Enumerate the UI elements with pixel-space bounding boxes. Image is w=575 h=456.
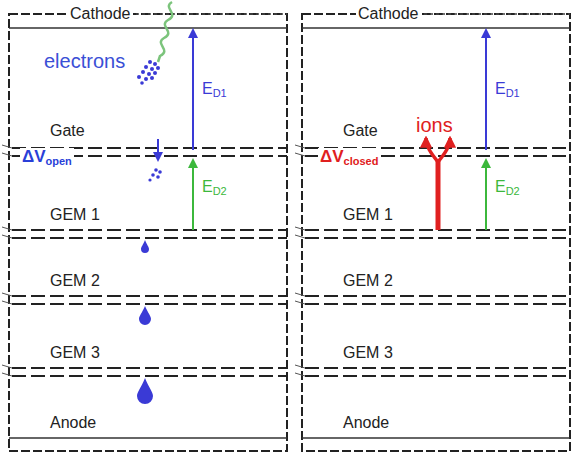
electrode-name: GEM 1 xyxy=(343,206,393,224)
electrode-name: Cathode xyxy=(356,5,421,23)
field-label: ED1 xyxy=(202,80,227,98)
electrode-name: Cathode xyxy=(68,5,133,23)
field-label: ED1 xyxy=(495,80,520,98)
voltage-label: ΔVclosed xyxy=(318,148,380,166)
electrode-name: GEM 3 xyxy=(343,344,393,362)
electrode-name: Anode xyxy=(343,414,389,432)
particle-label: ions xyxy=(416,116,453,134)
field-label: ED2 xyxy=(495,178,520,196)
particle-label: electrons xyxy=(44,52,125,70)
electrode-name: GEM 2 xyxy=(343,272,393,290)
electrode-name: GEM 3 xyxy=(50,344,100,362)
voltage-label: ΔVopen xyxy=(20,148,74,166)
electrode-name: GEM 2 xyxy=(50,272,100,290)
electrode-name: Anode xyxy=(50,414,96,432)
field-label: ED2 xyxy=(202,178,227,196)
electrode-name: Gate xyxy=(343,122,378,140)
electrode-name: Gate xyxy=(50,122,85,140)
electrode-name: GEM 1 xyxy=(50,206,100,224)
